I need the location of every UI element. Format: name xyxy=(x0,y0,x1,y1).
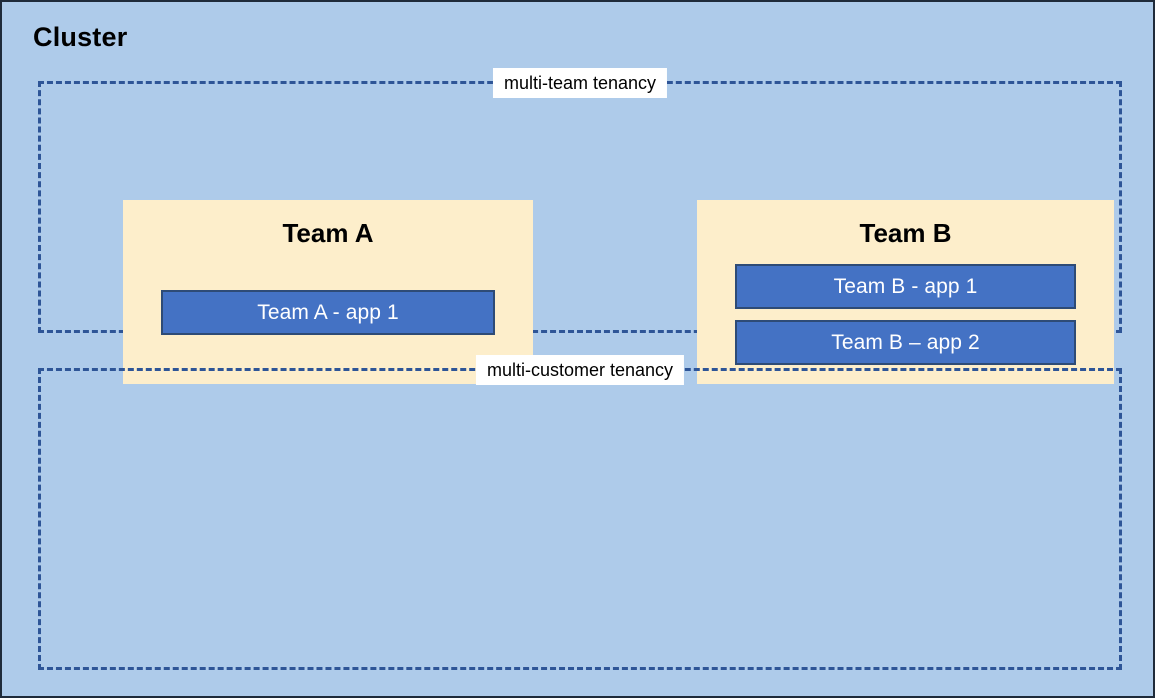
app-box-team-b-app-2[interactable]: Team B – app 2 xyxy=(735,320,1076,365)
tenancy-region-multi-team: multi-team tenancy Team A Team A - app 1… xyxy=(38,68,1122,384)
team-box-team-a: Team A Team A - app 1 xyxy=(123,200,533,384)
team-title-team-a: Team A xyxy=(282,218,374,248)
app-box-team-a-app-1[interactable]: Team A - app 1 xyxy=(161,290,495,335)
tenancy-label-multi-customer: multi-customer tenancy xyxy=(475,355,685,385)
team-title-team-b: Team B xyxy=(859,218,952,248)
app-box-team-b-app-1[interactable]: Team B - app 1 xyxy=(735,264,1076,309)
team-box-team-b: Team B Team B - app 1 Team B – app 2 xyxy=(697,200,1114,384)
page-title: Cluster xyxy=(33,22,128,52)
tenancy-label-multi-team: multi-team tenancy xyxy=(492,68,668,98)
tenancy-region-multi-customer: multi-customer tenancy Team C Team C – a… xyxy=(38,355,1122,670)
